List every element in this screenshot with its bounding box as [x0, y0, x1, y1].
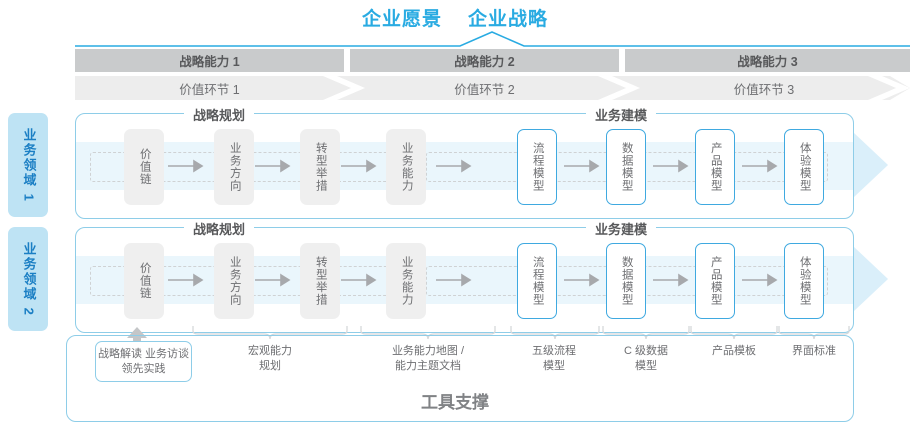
diagram-title: 企业愿景 企业战略 — [0, 4, 910, 30]
lane-section-strategy-planning-1: 战略规划 — [184, 105, 255, 123]
title-enterprise-strategy: 企业战略 — [468, 8, 549, 30]
step-label: 业务方向 — [228, 142, 241, 192]
brace-connector-process-model — [510, 326, 600, 340]
business-domain-lane-1: 战略规划 业务建模 价值链 业务方向 转型举措 业务能力 流程模型 数据模型 产… — [75, 105, 854, 219]
title-connector-line — [75, 31, 910, 47]
capability-bar-3: 战略能力 3 — [625, 49, 910, 72]
brace-connector-macro-capability — [192, 326, 348, 340]
brace-connector-capability-map — [360, 326, 496, 340]
step-label: 价值链 — [138, 148, 151, 186]
step-box-business-capability-2[interactable]: 业务能力 — [386, 243, 426, 319]
step-label: 业务方向 — [228, 256, 241, 306]
step-box-value-chain-2[interactable]: 价值链 — [124, 243, 164, 319]
step-label: 产品模型 — [709, 256, 722, 306]
tool-label-product-template: 产品模板 — [712, 345, 756, 357]
tool-label-capability-map: 业务能力地图 / 能力主题文档 — [391, 345, 465, 372]
step-arrow-icon — [742, 273, 778, 287]
step-arrow-icon — [255, 273, 291, 287]
tool-label-five-level-process-model: 五级流程 模型 — [532, 345, 576, 372]
step-box-data-model-2[interactable]: 数据模型 — [606, 243, 646, 319]
step-box-business-direction-2[interactable]: 业务方向 — [214, 243, 254, 319]
step-box-product-model-1[interactable]: 产品模型 — [695, 129, 735, 205]
capability-bar-2: 战略能力 2 — [350, 49, 619, 72]
step-box-value-chain-1[interactable]: 价值链 — [124, 129, 164, 205]
step-box-product-model-2[interactable]: 产品模型 — [695, 243, 735, 319]
step-arrow-icon — [168, 159, 204, 173]
sidebar-item-business-domain-2[interactable]: 业务领域 2 — [8, 227, 48, 331]
step-arrow-icon — [653, 273, 689, 287]
step-box-process-model-2[interactable]: 流程模型 — [517, 243, 557, 319]
value-link-label-1: 价值环节 1 — [179, 82, 240, 97]
title-enterprise-vision: 企业愿景 — [361, 8, 442, 30]
capability-bar-1: 战略能力 1 — [75, 49, 344, 72]
tool-box-strategy-interpretation[interactable]: 战略解读 业务访谈 领先实践 — [95, 341, 192, 382]
domain-label-1: 业务领域 1 — [21, 127, 37, 203]
strategic-capability-bars: 战略能力 1 战略能力 2 战略能力 3 — [75, 49, 910, 72]
tool-support-frame — [66, 335, 854, 422]
step-label: 业务能力 — [400, 256, 413, 306]
step-box-transformation-measures-1[interactable]: 转型举措 — [300, 129, 340, 205]
step-arrow-icon — [341, 273, 377, 287]
value-link-label-2: 价值环节 2 — [454, 82, 515, 97]
tool-support-title: 工具支撑 — [421, 393, 489, 412]
tool-to-step-up-arrow-icon — [127, 327, 147, 349]
step-label: 数据模型 — [620, 142, 633, 192]
step-label: 流程模型 — [531, 142, 544, 192]
brace-connector-data-model — [602, 326, 690, 340]
sidebar-item-business-domain-1[interactable]: 业务领域 1 — [8, 113, 48, 217]
domain-label-2: 业务领域 2 — [21, 241, 37, 317]
lane-section-business-modeling-1: 业务建模 — [586, 105, 657, 123]
step-label: 产品模型 — [709, 142, 722, 192]
tool-label-macro-capability-planning: 宏观能力 规划 — [248, 345, 292, 372]
step-label: 价值链 — [138, 262, 151, 300]
step-arrow-icon — [341, 159, 377, 173]
value-link-chevrons: 价值环节 1 价值环节 2 价值环节 3 — [75, 76, 910, 100]
step-box-experience-model-2[interactable]: 体验模型 — [784, 243, 824, 319]
step-arrow-icon — [436, 159, 472, 173]
value-link-strip-shape — [75, 76, 910, 100]
lane-section-business-modeling-2: 业务建模 — [586, 219, 657, 237]
tool-label-c-level-data-model: C 级数据 模型 — [624, 345, 668, 372]
step-box-experience-model-1[interactable]: 体验模型 — [784, 129, 824, 205]
step-box-transformation-measures-2[interactable]: 转型举措 — [300, 243, 340, 319]
step-label: 体验模型 — [798, 142, 811, 192]
brace-connector-product-template — [690, 326, 778, 340]
step-label: 体验模型 — [798, 256, 811, 306]
step-label: 流程模型 — [531, 256, 544, 306]
step-box-data-model-1[interactable]: 数据模型 — [606, 129, 646, 205]
step-arrow-icon — [564, 159, 600, 173]
step-arrow-icon — [564, 273, 600, 287]
step-arrow-icon — [255, 159, 291, 173]
step-arrow-icon — [653, 159, 689, 173]
step-label: 数据模型 — [620, 256, 633, 306]
step-arrow-icon — [168, 273, 204, 287]
step-box-business-direction-1[interactable]: 业务方向 — [214, 129, 254, 205]
step-box-business-capability-1[interactable]: 业务能力 — [386, 129, 426, 205]
step-box-process-model-1[interactable]: 流程模型 — [517, 129, 557, 205]
business-domain-lane-2: 战略规划 业务建模 价值链 业务方向 转型举措 业务能力 流程模型 数据模型 产… — [75, 219, 854, 333]
step-label: 业务能力 — [400, 142, 413, 192]
brace-connector-ui-standard — [778, 326, 850, 340]
step-arrow-icon — [436, 273, 472, 287]
step-arrow-icon — [742, 159, 778, 173]
lane-section-strategy-planning-2: 战略规划 — [184, 219, 255, 237]
step-label: 转型举措 — [314, 256, 327, 306]
step-label: 转型举措 — [314, 142, 327, 192]
tool-label-ui-standard: 界面标准 — [792, 345, 836, 357]
value-link-label-3: 价值环节 3 — [733, 82, 795, 97]
